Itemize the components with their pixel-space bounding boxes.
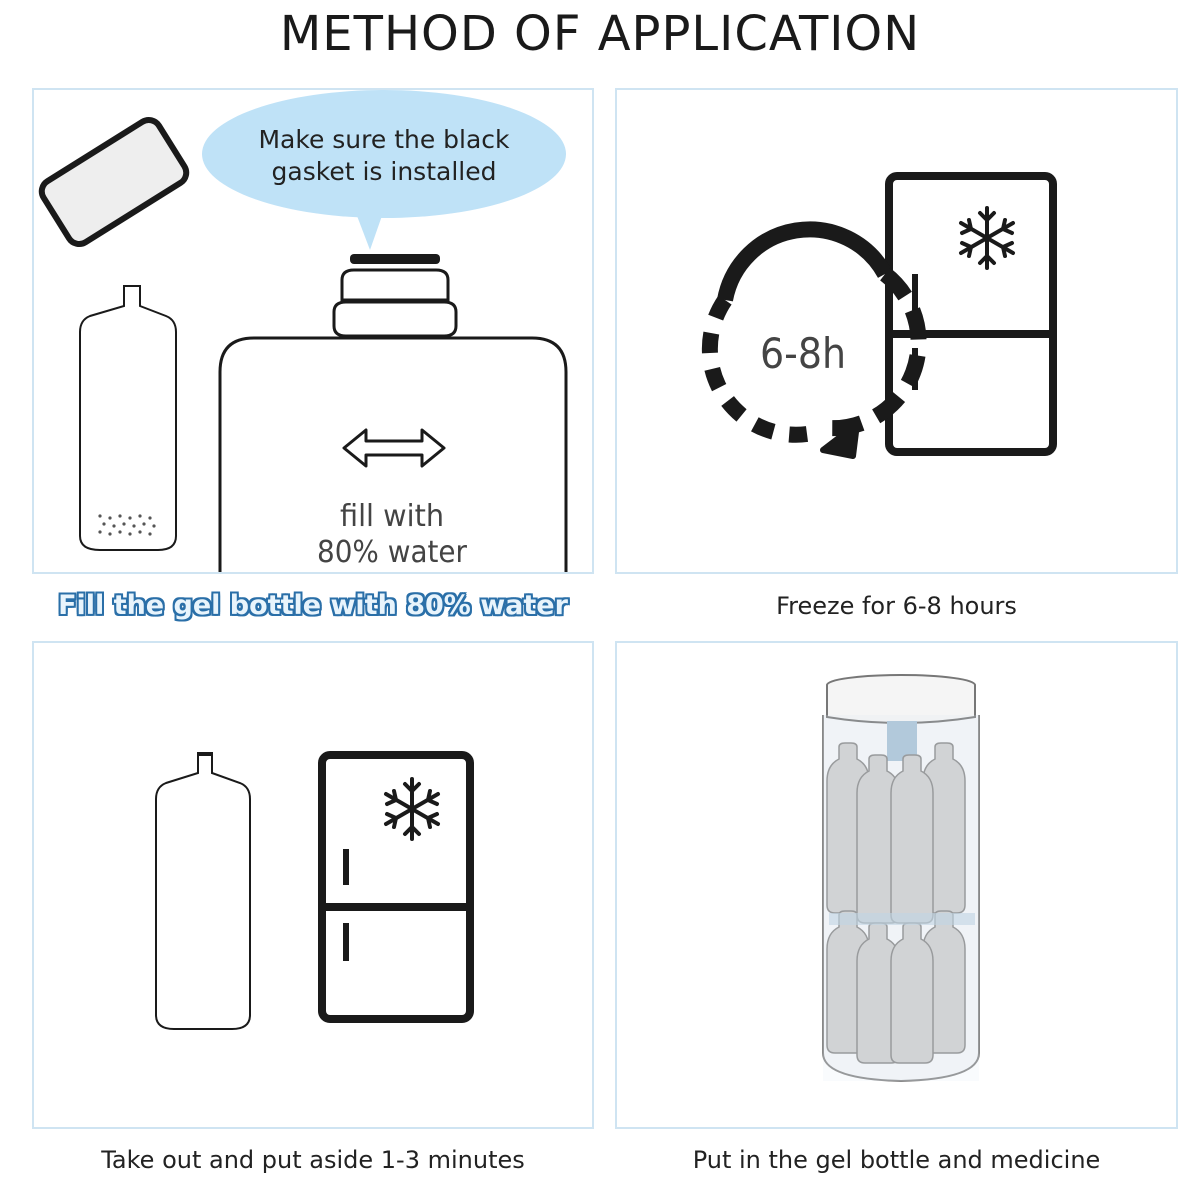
fill-line-2: 80% water xyxy=(317,535,468,570)
step-1-caption: Fill the gel bottle with 80% water xyxy=(58,590,568,621)
gasket-icon xyxy=(38,116,190,248)
step-2-panel: 6-8h xyxy=(615,88,1178,574)
duration-label: 6-8h xyxy=(760,329,846,378)
step-3-illustration xyxy=(155,751,474,1030)
snowflake-icon xyxy=(384,777,440,841)
bottle-cap-icon xyxy=(332,254,458,338)
bubble-line-1: Make sure the black xyxy=(258,125,510,154)
bubble-line-2: gasket is installed xyxy=(272,157,497,186)
speech-bubble: Make sure the black gasket is installed xyxy=(202,90,566,250)
snowflake-icon xyxy=(959,206,1015,270)
cooler-jar-icon xyxy=(822,674,980,1083)
step-1-illustration: Make sure the black gasket is installed … xyxy=(38,90,568,572)
circular-arrow-icon xyxy=(701,221,927,459)
step-2-illustration: 6-8h xyxy=(701,172,1057,459)
step-2-caption: Freeze for 6-8 hours xyxy=(776,592,1017,620)
step-3-panel xyxy=(32,641,594,1129)
step-1-panel: Make sure the black gasket is installed … xyxy=(32,88,594,574)
step-4-panel xyxy=(615,641,1178,1129)
step-4-caption: Put in the gel bottle and medicine xyxy=(692,1146,1101,1174)
gel-bottle-icon xyxy=(79,285,177,551)
step-3-caption: Take out and put aside 1-3 minutes xyxy=(101,1146,525,1174)
page-title: METHOD OF APPLICATION xyxy=(279,6,921,62)
step-4-illustration xyxy=(822,674,980,1083)
resize-arrow-icon xyxy=(342,428,446,468)
fill-line-1: fill with xyxy=(340,499,444,534)
large-bottle-body xyxy=(218,336,568,572)
gel-bottle-icon xyxy=(155,752,251,1030)
